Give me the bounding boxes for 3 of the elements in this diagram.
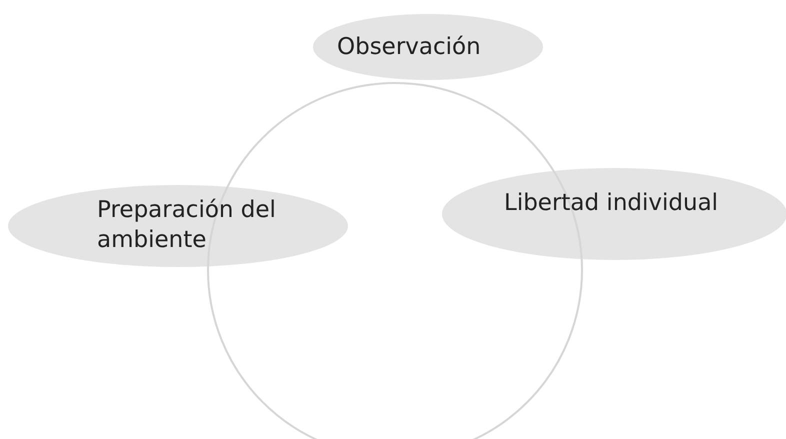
node-label: Observación — [337, 33, 482, 62]
node-label: Preparación del ambiente — [97, 196, 277, 255]
node-label: Libertad individual — [504, 189, 720, 218]
